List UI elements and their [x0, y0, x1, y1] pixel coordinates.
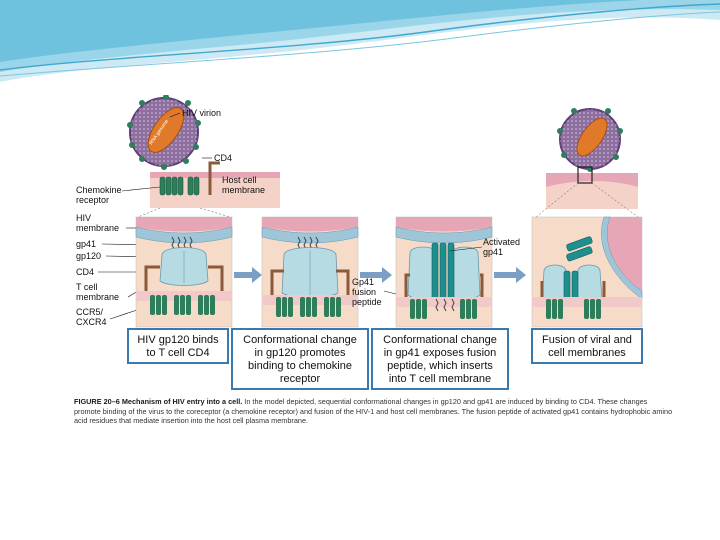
panel-3	[395, 216, 493, 328]
rna-genome-capsid	[147, 107, 185, 153]
step-box-4: Fusion of viral and cell membranes	[531, 328, 643, 364]
activated-gp41-3	[431, 242, 455, 300]
virion-top-left: RNA genome	[127, 95, 280, 208]
panel-4	[531, 216, 643, 328]
step-arrow-3	[494, 267, 526, 283]
host-cell-membrane-band	[150, 172, 280, 178]
step-2-line-4: receptor	[280, 373, 321, 385]
figure-caption-label: FIGURE 20–6 Mechanism of HIV entry into …	[74, 397, 243, 406]
virion-top-right	[546, 108, 638, 209]
cd4-molecule-top	[208, 161, 220, 195]
cd4-side-label: CD4	[76, 267, 94, 277]
step-arrow-1	[234, 267, 262, 283]
hiv-virion-label: HIV virion	[182, 108, 221, 118]
t-cell-membrane-label-1: T cell	[76, 282, 97, 292]
step-2-line-3: binding to chemokine	[248, 360, 352, 372]
figure-caption-text: In the model depicted, sequential confor…	[74, 397, 673, 426]
side-labels: HIV membrane gp41 gp120 CD4 T cell membr…	[76, 213, 157, 327]
step-arrow-2	[360, 267, 392, 283]
fusion-peptide-label-1: Gp41	[352, 277, 374, 287]
host-cell-membrane-label-1: Host cell	[222, 175, 257, 185]
step-2-line-1: Conformational change	[243, 334, 357, 346]
gp41-label: gp41	[76, 239, 96, 249]
ccr5-cxcr4-label-1: CCR5/	[76, 307, 104, 317]
ccr5-cxcr4-label-2: CXCR4	[76, 317, 107, 327]
step-3-line-4: into T cell membrane	[389, 373, 491, 385]
step-3-line-1: Conformational change	[383, 334, 497, 346]
step-4-line-1: Fusion of viral and	[542, 334, 632, 346]
step-box-2: Conformational change in gp120 promotes …	[231, 328, 369, 390]
activated-gp41-label-2: gp41	[483, 247, 503, 257]
t-cell-membrane-label-2: membrane	[76, 292, 119, 302]
step-3-line-2: in gp41 exposes fusion	[384, 347, 497, 359]
step-3-line-3: peptide, which inserts	[387, 360, 493, 372]
fusion-peptide-label-3: peptide	[352, 297, 382, 307]
ccr5-receptors-1	[150, 295, 215, 315]
chemokine-receptor-label-1: Chemokine	[76, 185, 122, 195]
fusion-peptide-label-2: fusion	[352, 287, 376, 297]
activated-gp41-label-1: Activated	[483, 237, 520, 247]
hiv-membrane-label-1: HIV	[76, 213, 91, 223]
step-1-line-2: to T cell CD4	[146, 347, 209, 359]
cd4-1	[144, 265, 160, 299]
chemokine-receptors-top	[159, 176, 200, 196]
step-2-line-2: in gp120 promotes	[254, 347, 346, 359]
header-banner	[0, 0, 720, 82]
panel-1	[135, 216, 233, 328]
gp120-label: gp120	[76, 251, 101, 261]
diagram-canvas: RNA genome HIV virion CD4 Chemokine rece…	[76, 95, 643, 390]
hiv-entry-figure: RNA genome HIV virion CD4 Chemokine rece…	[70, 95, 678, 445]
step-4-line-2: cell membranes	[548, 347, 626, 359]
step-box-1: HIV gp120 binds to T cell CD4	[127, 328, 229, 364]
step-1-line-1: HIV gp120 binds	[137, 334, 219, 346]
figure-caption: FIGURE 20–6 Mechanism of HIV entry into …	[74, 397, 676, 426]
step-box-3: Conformational change in gp41 exposes fu…	[371, 328, 509, 390]
chemokine-receptor-label-2: receptor	[76, 195, 109, 205]
host-cell-membrane-label-2: membrane	[222, 185, 265, 195]
cd4-top-label: CD4	[214, 153, 232, 163]
panel-2	[261, 216, 359, 328]
virion-spikes	[127, 95, 201, 170]
hiv-membrane-label-2: membrane	[76, 223, 119, 233]
gp41-stalks-1	[171, 236, 193, 250]
